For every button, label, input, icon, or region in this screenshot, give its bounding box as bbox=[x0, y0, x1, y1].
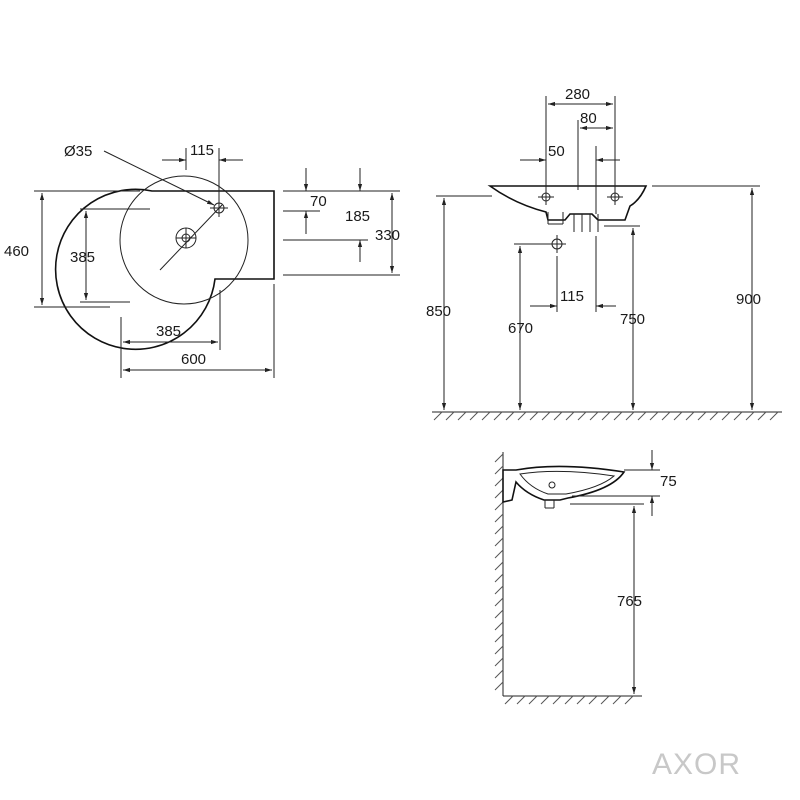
basin-front-outline bbox=[487, 185, 648, 221]
dim-bottom-height: 750 bbox=[620, 311, 645, 328]
bowl-inner-outline bbox=[119, 175, 249, 305]
dim-underside-height: 765 bbox=[617, 593, 642, 610]
plan-view: Ø35 115 460 385 385 600 7 bbox=[4, 142, 400, 378]
wall-hatch bbox=[494, 453, 504, 691]
dim-overflow-offset: 50 bbox=[548, 143, 565, 160]
basin-side-outline bbox=[502, 465, 626, 503]
dim-top-height: 900 bbox=[736, 291, 761, 308]
dim-waste-offset: 115 bbox=[560, 288, 584, 305]
dim-bowl-depth: 385 bbox=[70, 249, 95, 266]
front-view: 280 80 50 850 670 750 900 115 bbox=[426, 86, 782, 421]
dim-tap-offset: 115 bbox=[190, 142, 214, 159]
dim-back-depth: 185 bbox=[345, 208, 370, 225]
dim-total-width: 600 bbox=[181, 351, 206, 368]
dim-bowl-height: 75 bbox=[660, 473, 677, 490]
dim-waste-height: 670 bbox=[508, 320, 533, 337]
dim-deck-width: 280 bbox=[565, 86, 590, 103]
floor-hatch bbox=[433, 411, 779, 421]
dim-tap-depth: 70 bbox=[310, 193, 327, 210]
dim-tap-spacing: 80 bbox=[580, 110, 597, 127]
side-floor-hatch bbox=[504, 695, 634, 705]
brand-logo: AXOR bbox=[652, 748, 741, 781]
dim-right-depth: 330 bbox=[375, 227, 400, 244]
dim-bowl-width: 385 bbox=[156, 323, 181, 340]
side-view: 75 765 bbox=[494, 450, 677, 705]
dim-total-depth: 460 bbox=[4, 243, 29, 260]
basin-plan-outline bbox=[54, 188, 275, 351]
dim-hole-diameter: Ø35 bbox=[64, 143, 92, 160]
dim-rim-height: 850 bbox=[426, 303, 451, 320]
